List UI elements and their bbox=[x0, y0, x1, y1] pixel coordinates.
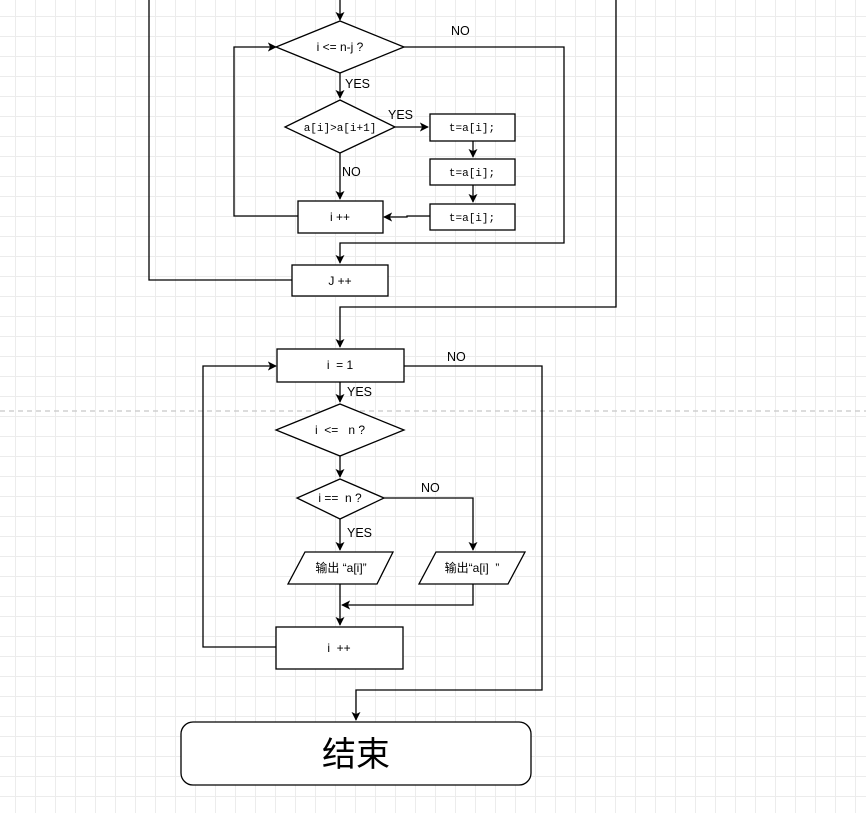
decision-swap-compare[interactable]: a[i]>a[i+1] bbox=[283, 99, 397, 154]
edge-label-yes-swap: YES bbox=[388, 108, 413, 122]
decision-i-eq-n-label: i == n ? bbox=[318, 491, 362, 505]
process-swap-step-1[interactable]: t=a[i]; bbox=[429, 113, 516, 142]
process-assign-i-1[interactable]: i = 1 bbox=[276, 348, 405, 383]
edge-label-yes-is-last: YES bbox=[347, 526, 372, 540]
io-output-with-quotes-label: 输出 “a[i]” bbox=[315, 560, 366, 575]
process-inc-i-output-label: i ++ bbox=[327, 641, 350, 655]
process-swap-step-3[interactable]: t=a[i]; bbox=[429, 203, 516, 231]
edge-label-no-outer: NO bbox=[451, 24, 470, 38]
edge-outer-j-loop bbox=[148, 0, 292, 281]
decision-i-le-n-minus-j[interactable]: i <= n-j ? bbox=[274, 20, 406, 74]
process-inc-i-inner-label: i ++ bbox=[330, 210, 350, 224]
edge-labels: NO YES YES NO NO YES NO YES bbox=[342, 24, 470, 540]
edge-inc-i-loop bbox=[233, 42, 298, 217]
decision-i-eq-n[interactable]: i == n ? bbox=[295, 478, 386, 520]
io-output-with-space[interactable]: 输出“a[i] ” bbox=[417, 551, 527, 585]
edge-label-yes-output-loop: YES bbox=[347, 385, 372, 399]
process-inc-i-inner[interactable]: i ++ bbox=[297, 200, 384, 234]
process-swap-step-3-label: t=a[i]; bbox=[449, 213, 495, 225]
edge-output-merge bbox=[341, 584, 474, 610]
edge-output-loop bbox=[202, 361, 277, 648]
edge-no-to-output bbox=[384, 497, 478, 551]
process-swap-step-2[interactable]: t=a[i]; bbox=[429, 158, 516, 186]
edge-to-output-init bbox=[335, 0, 617, 348]
edge-label-no-output-loop: NO bbox=[447, 350, 466, 364]
process-assign-i-1-label: i = 1 bbox=[327, 358, 354, 372]
process-inc-j[interactable]: J ++ bbox=[291, 264, 389, 297]
process-swap-step-1-label: t=a[i]; bbox=[449, 123, 495, 135]
terminator-end[interactable]: 结束 bbox=[180, 721, 532, 786]
io-output-with-quotes[interactable]: 输出 “a[i]” bbox=[286, 551, 395, 585]
decision-i-le-n-label: i <= n ? bbox=[315, 423, 365, 437]
edge-label-yes-compare: YES bbox=[345, 77, 370, 91]
process-swap-step-2-label: t=a[i]; bbox=[449, 168, 495, 180]
process-inc-j-label: J ++ bbox=[328, 274, 351, 288]
decision-i-le-n[interactable]: i <= n ? bbox=[274, 403, 406, 457]
process-inc-i-output[interactable]: i ++ bbox=[275, 626, 404, 670]
edge-label-no-swap: NO bbox=[342, 165, 361, 179]
decision-i-le-n-minus-j-label: i <= n-j ? bbox=[317, 40, 364, 54]
edge-no-to-end bbox=[351, 365, 543, 721]
decision-swap-compare-label: a[i]>a[i+1] bbox=[304, 123, 377, 135]
terminator-end-label: 结束 bbox=[322, 735, 390, 775]
edges bbox=[148, 0, 617, 721]
edge-no-to-j-inc bbox=[335, 46, 565, 264]
edge-label-no-not-last: NO bbox=[421, 481, 440, 495]
edge-swap-to-inc-i bbox=[383, 212, 430, 222]
io-output-with-space-label: 输出“a[i] ” bbox=[445, 560, 500, 575]
